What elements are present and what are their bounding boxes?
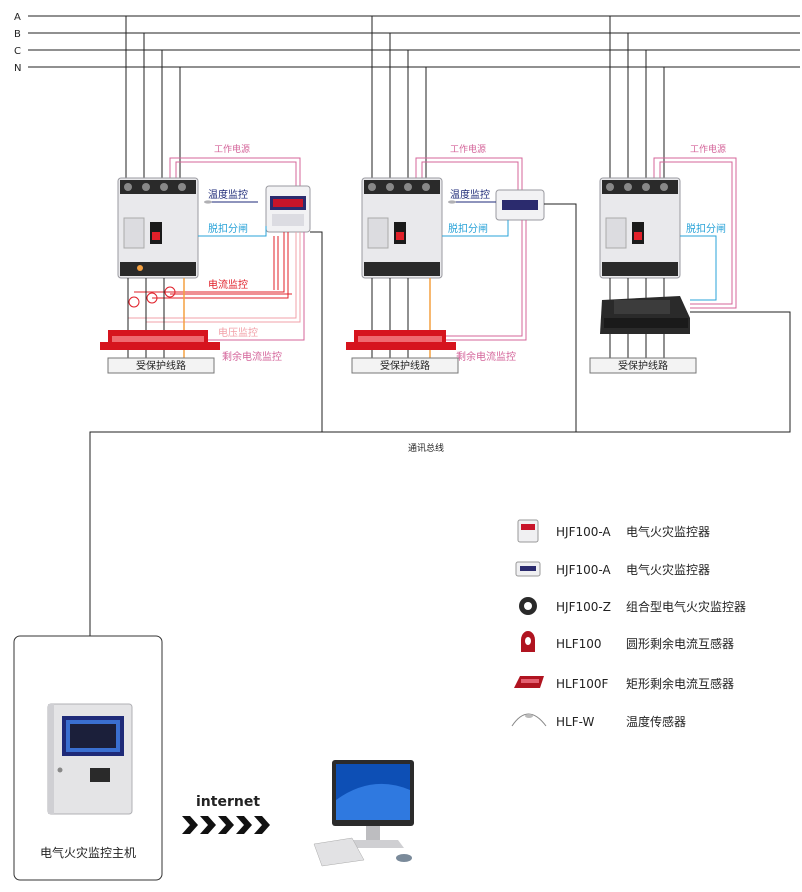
voltage-monitor-label-1: 电压监控 bbox=[218, 326, 258, 339]
circuit-breaker-3 bbox=[599, 177, 681, 279]
current-monitor-label-1: 电流监控 bbox=[208, 278, 248, 291]
rect-ct-2 bbox=[346, 330, 456, 350]
bus-label-b: B bbox=[14, 29, 21, 40]
host-cabinet bbox=[47, 703, 133, 815]
work-power-wires-3 bbox=[653, 157, 737, 309]
host-label: 电气火灾监控主机 bbox=[40, 845, 136, 860]
comm-bus-label: 通讯总线 bbox=[408, 442, 444, 454]
trip-wire-3 bbox=[680, 235, 717, 301]
rect-ct-icon bbox=[514, 676, 544, 688]
residual-wires-2 bbox=[440, 220, 527, 341]
panel-2: 工作电源 温度监控 脱扣分闸 剩余电流监控 受保护线路 bbox=[346, 143, 545, 374]
trip-wire-2 bbox=[442, 220, 509, 237]
protected-line-label-1: 受保护线路 bbox=[136, 359, 186, 372]
fire-monitor-device-2 bbox=[495, 189, 545, 221]
round-ct-icon bbox=[521, 631, 535, 652]
circuit-breaker-2 bbox=[361, 177, 443, 279]
protected-line-box-3 bbox=[589, 357, 697, 374]
legend-desc-4: 圆形剩余电流互感器 bbox=[626, 636, 734, 651]
temp-probe-icon bbox=[448, 200, 456, 204]
ct-ring-icon bbox=[146, 292, 158, 304]
bus-label-n: N bbox=[14, 63, 21, 74]
work-power-wires-1 bbox=[169, 157, 301, 200]
legend-model-6: HLF-W bbox=[556, 715, 594, 729]
trip-label-3: 脱扣分闸 bbox=[686, 222, 726, 235]
residual-wires-1 bbox=[196, 232, 305, 341]
panel-1: 工作电源 温度监控 脱扣分闸 电流监控 电压监控 剩余电流监控 bbox=[100, 143, 311, 374]
trip-label-2: 脱扣分闸 bbox=[448, 222, 488, 235]
work-power-label-3: 工作电源 bbox=[690, 143, 726, 155]
protected-line-box-2 bbox=[351, 357, 459, 374]
residual-wires-2b bbox=[440, 220, 523, 337]
panel-3: 脱扣分闸 工作电源 受保护线路 bbox=[589, 143, 737, 374]
temp-probe-icon bbox=[204, 200, 212, 204]
trip-label-1: 脱扣分闸 bbox=[208, 222, 248, 235]
temp-monitor-label-2: 温度监控 bbox=[450, 188, 490, 201]
temp-probe-icon bbox=[511, 713, 547, 727]
temp-monitor-label-1: 温度监控 bbox=[208, 188, 248, 201]
bus-label-a: A bbox=[14, 12, 21, 23]
legend-model-3: HJF100-Z bbox=[556, 600, 611, 614]
trip-wire-1 bbox=[198, 226, 267, 237]
comm-bus-lines bbox=[89, 203, 791, 636]
work-power-label-1: 工作电源 bbox=[214, 143, 250, 155]
internet-label: internet bbox=[196, 794, 260, 810]
ct-ring-icon bbox=[164, 286, 176, 298]
fire-monitor-device-1 bbox=[265, 185, 311, 233]
internet-arrows bbox=[182, 816, 270, 834]
ct-ring-icon bbox=[128, 296, 140, 308]
circuit-breaker-1 bbox=[117, 177, 199, 279]
legend-model-2: HJF100-A bbox=[556, 563, 611, 577]
power-bus bbox=[28, 15, 800, 68]
residual-monitor-label-1: 剩余电流监控 bbox=[222, 350, 282, 363]
protected-line-label-3: 受保护线路 bbox=[618, 359, 668, 372]
rect-ct-1 bbox=[100, 330, 220, 350]
protected-line-label-2: 受保护线路 bbox=[380, 359, 430, 372]
panel-meter-icon bbox=[517, 519, 539, 543]
legend-model-1: HJF100-A bbox=[556, 525, 611, 539]
protected-line-box-1 bbox=[107, 357, 215, 374]
legend-desc-3: 组合型电气火灾监控器 bbox=[626, 599, 746, 614]
legend-model-4: HLF100 bbox=[556, 637, 602, 651]
combined-monitor-3 bbox=[600, 296, 690, 334]
legend-desc-1: 电气火灾监控器 bbox=[626, 524, 710, 539]
legend-desc-2: 电气火灾监控器 bbox=[626, 562, 710, 577]
legend-desc-6: 温度传感器 bbox=[626, 714, 686, 729]
bus-label-c: C bbox=[14, 46, 21, 57]
legend-model-5: HLF100F bbox=[556, 677, 609, 691]
ring-sensor-icon bbox=[519, 597, 537, 615]
din-meter-icon bbox=[515, 561, 541, 577]
legend-desc-5: 矩形剩余电流互感器 bbox=[626, 676, 734, 691]
residual-monitor-label-2: 剩余电流监控 bbox=[456, 350, 516, 363]
bus-drops bbox=[125, 16, 665, 182]
computer-icon bbox=[313, 760, 414, 867]
legend: HJF100-A 电气火灾监控器 HJF100-A 电气火灾监控器 HJF100… bbox=[511, 519, 746, 729]
work-power-label-2: 工作电源 bbox=[450, 143, 486, 155]
work-power-wires-2 bbox=[415, 157, 523, 196]
